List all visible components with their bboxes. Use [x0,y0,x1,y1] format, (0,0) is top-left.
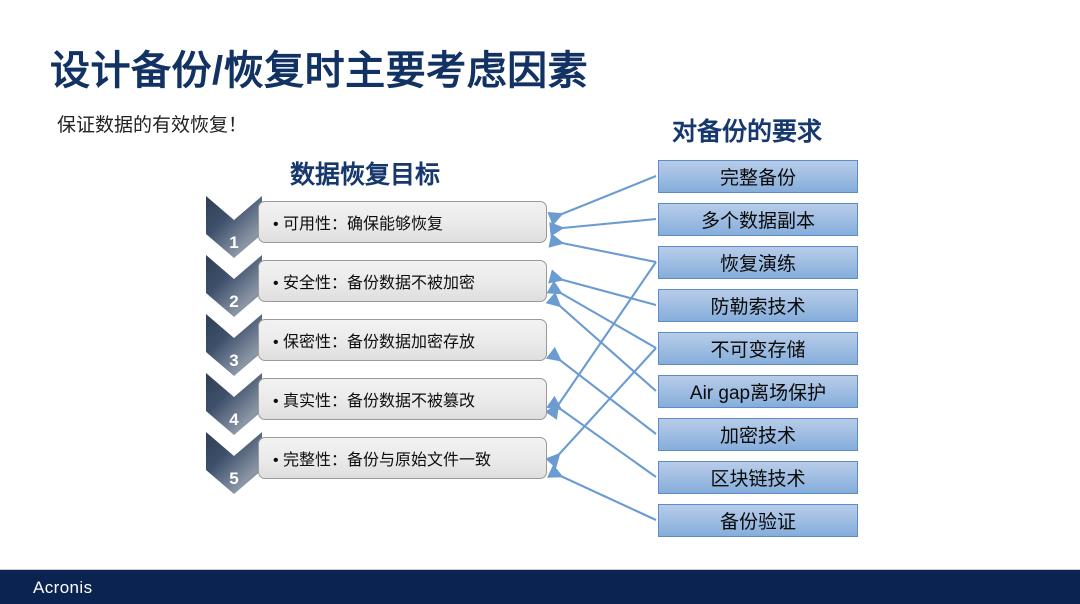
requirement-box[interactable]: 不可变存储 [658,332,858,365]
chevron-shape [206,373,262,435]
requirement-label: 多个数据副本 [700,211,815,232]
requirement-label: 区块链技术 [710,469,806,490]
goal-label: 真实性：备份数据不被篡改 [259,387,475,411]
requirement-box[interactable]: 防勒索技术 [658,289,858,322]
chevron-shape [206,196,262,258]
requirement-box[interactable]: 备份验证 [658,504,858,537]
requirement-label: Air gap离场保护 [689,383,827,404]
requirement-box[interactable]: 多个数据副本 [658,203,858,236]
requirement-label: 不可变存储 [710,340,806,361]
goal-label: 安全性：备份数据不被加密 [259,269,475,293]
chevron-shape [206,314,262,376]
requirement-label: 完整备份 [719,168,796,189]
list-item[interactable]: 4 真实性：备份数据不被篡改 [206,373,556,435]
page-subtitle: 保证数据的有效恢复！ [57,115,248,136]
right-column-heading: 对备份的要求 [672,118,823,146]
goal-label: 完整性：备份与原始文件一致 [259,446,491,470]
left-column-heading: 数据恢复目标 [290,161,441,189]
goal-box[interactable]: 真实性：备份数据不被篡改 [258,378,547,420]
goal-label: 保密性：备份数据加密存放 [259,328,475,352]
requirement-label: 恢复演练 [719,254,796,275]
requirement-box[interactable]: 加密技术 [658,418,858,451]
goal-box[interactable]: 可用性：确保能够恢复 [258,201,547,243]
goal-box[interactable]: 完整性：备份与原始文件一致 [258,437,547,479]
page-title: 设计备份/恢复时主要考虑因素 [50,49,589,93]
goal-box[interactable]: 安全性：备份数据不被加密 [258,260,547,302]
footer-divider [0,569,1080,570]
acronis-logo: Acronis [33,578,93,597]
chevron-shape [206,432,262,494]
requirement-box[interactable]: 区块链技术 [658,461,858,494]
list-item[interactable]: 5 完整性：备份与原始文件一致 [206,432,556,494]
goal-box[interactable]: 保密性：备份数据加密存放 [258,319,547,361]
requirement-box[interactable]: 恢复演练 [658,246,858,279]
requirement-box[interactable]: Air gap离场保护 [658,375,858,408]
goal-label: 可用性：确保能够恢复 [259,210,443,234]
requirement-label: 备份验证 [719,512,796,533]
footer-bar: Acronis [0,570,1080,604]
list-item[interactable]: 2 安全性：备份数据不被加密 [206,255,556,317]
chevron-shape [206,255,262,317]
requirement-box[interactable]: 完整备份 [658,160,858,193]
backup-requirements-list: 完整备份 多个数据副本 恢复演练 防勒索技术 不可变存储 Air gap离场保护… [658,160,858,540]
list-item[interactable]: 3 保密性：备份数据加密存放 [206,314,556,376]
recovery-goals-list: 1 可用性：确保能够恢复 2 安全性：备份数据不被加密 3 保密性：备份数据加密… [206,196,556,526]
requirement-label: 防勒索技术 [710,297,806,318]
requirement-label: 加密技术 [719,426,796,447]
list-item[interactable]: 1 可用性：确保能够恢复 [206,196,556,258]
